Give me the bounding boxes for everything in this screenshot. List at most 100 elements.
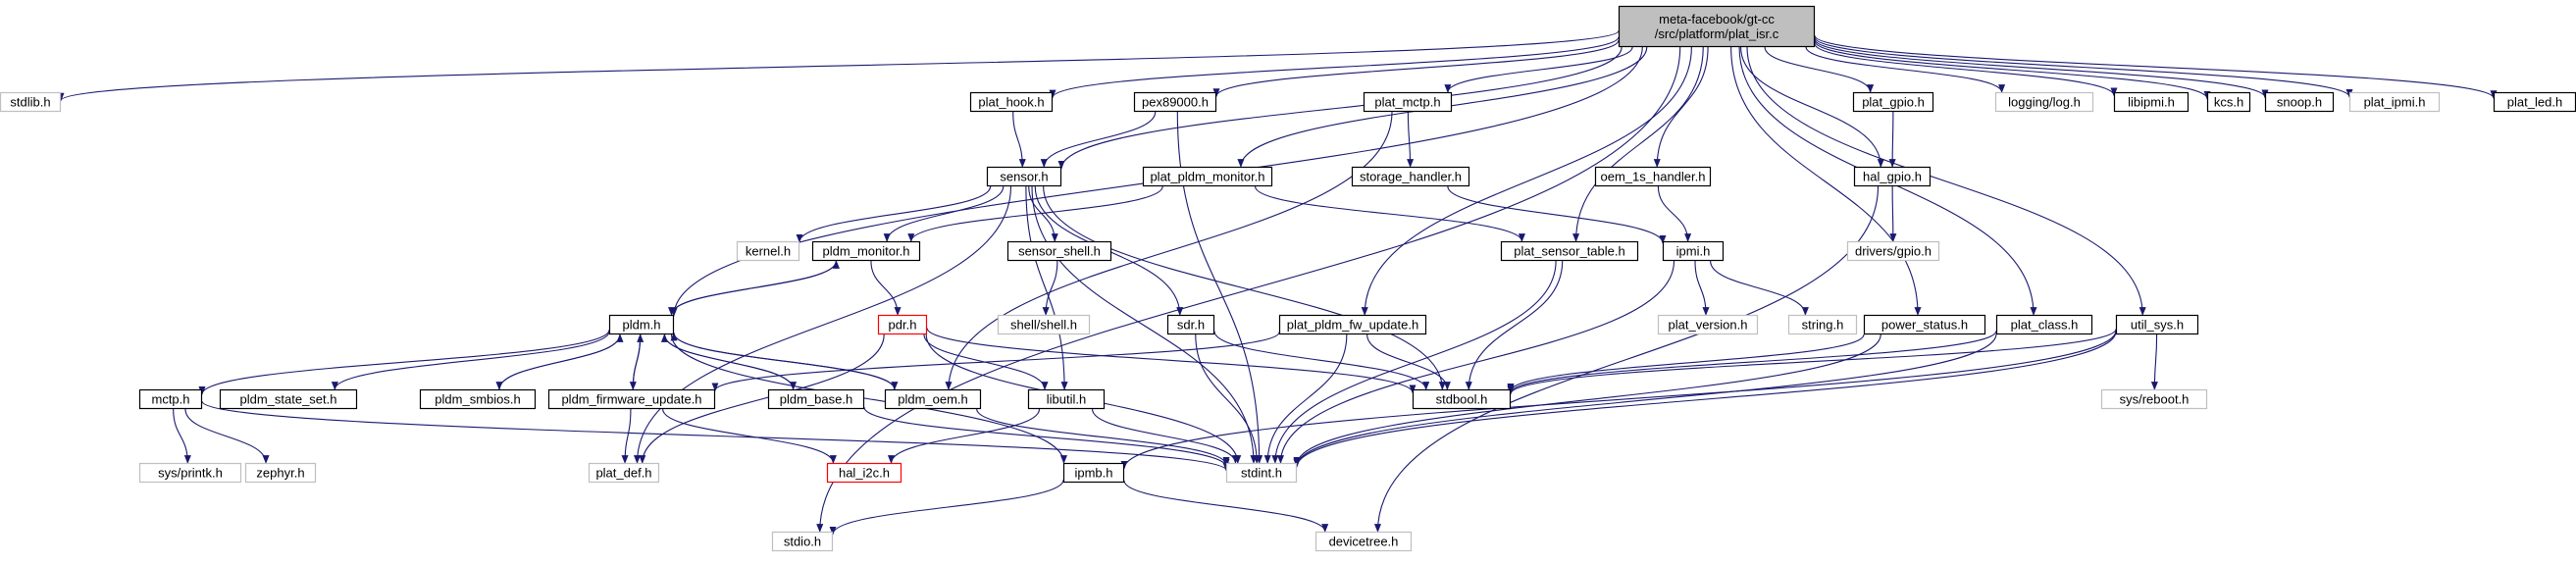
edge-hal_gpio-to-drivers_gpio	[1889, 185, 1897, 242]
node-pldm-base[interactable]: pldm_base.h	[767, 388, 865, 410]
node-ipmi[interactable]: ipmi.h	[1662, 240, 1725, 262]
node-plat-led[interactable]: plat_led.h	[2493, 91, 2576, 113]
node-label: devicetree.h	[1329, 535, 1399, 549]
node-plat-pldm-monitor[interactable]: plat_pldm_monitor.h	[1142, 166, 1273, 187]
node-plat-class[interactable]: plat_class.h	[1995, 314, 2093, 335]
node-label: /src/platform/plat_isr.c	[1655, 26, 1779, 41]
node-ipmb[interactable]: ipmb.h	[1062, 462, 1125, 484]
node-libipmi[interactable]: libipmi.h	[2113, 91, 2190, 113]
node-pldm-oem[interactable]: pldm_oem.h	[884, 388, 982, 410]
node-box	[1062, 462, 1125, 484]
node-pdr[interactable]: pdr.h	[877, 314, 928, 335]
node-pldm[interactable]: pldm.h	[608, 314, 675, 335]
node-label: sdr.h	[1177, 318, 1205, 333]
node-label: util_sys.h	[2131, 318, 2184, 333]
node-label: plat_version.h	[1669, 318, 1748, 333]
node-box	[1853, 166, 1932, 187]
edge-mctp-to-zephyr	[184, 408, 270, 464]
node-stdio: stdio.h	[771, 531, 834, 552]
node-label: hal_gpio.h	[1863, 170, 1922, 184]
edge-pex89000-to-stdint	[1176, 111, 1263, 464]
node-label: pex89000.h	[1142, 95, 1209, 110]
node-hal-gpio[interactable]: hal_gpio.h	[1853, 166, 1932, 187]
node-box	[1412, 388, 1512, 410]
node-pldm-smbios[interactable]: pldm_smbios.h	[419, 388, 537, 410]
node-mctp[interactable]: mctp.h	[138, 388, 203, 410]
node-label: plat_mctp.h	[1374, 95, 1440, 110]
edge-pdr-to-stdbool	[926, 328, 1417, 394]
edge-pldm_firmware_update-to-plat_def	[621, 408, 632, 464]
node-plat-hook[interactable]: plat_hook.h	[969, 91, 1054, 113]
node-box	[2348, 91, 2441, 113]
edge-mctp-to-sys_printk	[173, 408, 191, 464]
node-snoop[interactable]: snoop.h	[2264, 91, 2335, 113]
node-box	[1594, 166, 1712, 187]
edge-pldm-to-ipmb	[670, 333, 1067, 464]
node-sdr[interactable]: sdr.h	[1166, 314, 1215, 335]
node-label: plat_sensor_table.h	[1514, 244, 1624, 259]
node-label: power_status.h	[1881, 318, 1968, 333]
node-box	[1657, 314, 1759, 335]
node-oem-1s-handler[interactable]: oem_1s_handler.h	[1594, 166, 1712, 187]
node-label: plat_gpio.h	[1862, 95, 1925, 110]
edge-pldm-to-pldm_state_set	[331, 331, 610, 390]
node-hal-i2c[interactable]: hal_i2c.h	[826, 462, 902, 484]
node-pldm-state-set[interactable]: pldm_state_set.h	[219, 388, 358, 410]
edge-sensor-to-stdbool	[1043, 185, 1446, 390]
node-box	[1027, 388, 1106, 410]
node-box	[1166, 314, 1215, 335]
node-storage-handler[interactable]: storage_handler.h	[1351, 166, 1470, 187]
node-label: plat_hook.h	[978, 95, 1044, 110]
node-box	[1995, 314, 2093, 335]
node-power-status[interactable]: power_status.h	[1863, 314, 1986, 335]
node-label: pldm_state_set.h	[239, 392, 336, 407]
node-label: pldm_oem.h	[898, 392, 968, 407]
node-util-sys[interactable]: util_sys.h	[2115, 314, 2199, 335]
edge-plat_class-to-stdbool	[1507, 331, 1997, 394]
node-sys-printk: sys/printk.h	[138, 462, 242, 484]
node-pldm-monitor[interactable]: pldm_monitor.h	[811, 240, 921, 262]
node-label: plat_pldm_fw_update.h	[1287, 318, 1418, 333]
node-plat-pldm-fw-update[interactable]: plat_pldm_fw_update.h	[1278, 314, 1427, 335]
node-plat-gpio[interactable]: plat_gpio.h	[1852, 91, 1934, 113]
node-root[interactable]: meta-facebook/gt-cc/src/platform/plat_is…	[1618, 5, 1816, 48]
node-pldm-firmware-update[interactable]: pldm_firmware_update.h	[547, 388, 716, 410]
node-pex89000[interactable]: pex89000.h	[1133, 91, 1217, 113]
node-label: libipmi.h	[2128, 95, 2175, 110]
node-label: pldm.h	[622, 318, 660, 333]
node-box	[1351, 166, 1470, 187]
node-box	[2113, 91, 2190, 113]
node-plat-mctp[interactable]: plat_mctp.h	[1363, 91, 1453, 113]
edge-util_sys-to-stdbool	[1507, 329, 2117, 395]
node-kernel: kernel.h	[736, 240, 800, 262]
node-box	[2115, 314, 2199, 335]
edge-util_sys-to-ipmb	[1120, 330, 2117, 470]
edge-sdr-to-stdbool	[1213, 331, 1430, 390]
node-label: plat_led.h	[2507, 95, 2562, 110]
node-libutil[interactable]: libutil.h	[1027, 388, 1106, 410]
edge-root-to-sensor	[1057, 46, 1623, 170]
node-label: pldm_base.h	[780, 392, 852, 407]
node-label: pldm_monitor.h	[823, 244, 910, 259]
node-label: plat_class.h	[2011, 318, 2079, 333]
edge-pex89000-to-sensor	[1040, 111, 1157, 168]
node-box	[138, 388, 203, 410]
node-sensor-shell[interactable]: sensor_shell.h	[1006, 240, 1112, 262]
edge-pldm_monitor-to-pdr	[870, 260, 902, 316]
edge-sensor-to-libutil	[1025, 185, 1068, 390]
node-kcs[interactable]: kcs.h	[2206, 91, 2251, 113]
node-box	[2264, 91, 2335, 113]
edge-power_status-to-stdint	[1293, 333, 1881, 466]
node-box	[1363, 91, 1453, 113]
node-box	[2100, 388, 2208, 410]
node-box	[1225, 462, 1298, 484]
node-sensor[interactable]: sensor.h	[986, 166, 1062, 187]
node-plat-sensor-table[interactable]: plat_sensor_table.h	[1500, 240, 1639, 262]
edge-libutil-to-stdint	[1091, 408, 1239, 464]
node-label: plat_ipmi.h	[2364, 95, 2426, 110]
node-stdbool[interactable]: stdbool.h	[1412, 388, 1512, 410]
node-devicetree: devicetree.h	[1314, 531, 1413, 552]
edge-plat_pldm_fw_update-to-pldm_firmware_update	[711, 332, 1280, 392]
node-box	[1846, 240, 1940, 262]
node-plat-ipmi: plat_ipmi.h	[2348, 91, 2441, 113]
